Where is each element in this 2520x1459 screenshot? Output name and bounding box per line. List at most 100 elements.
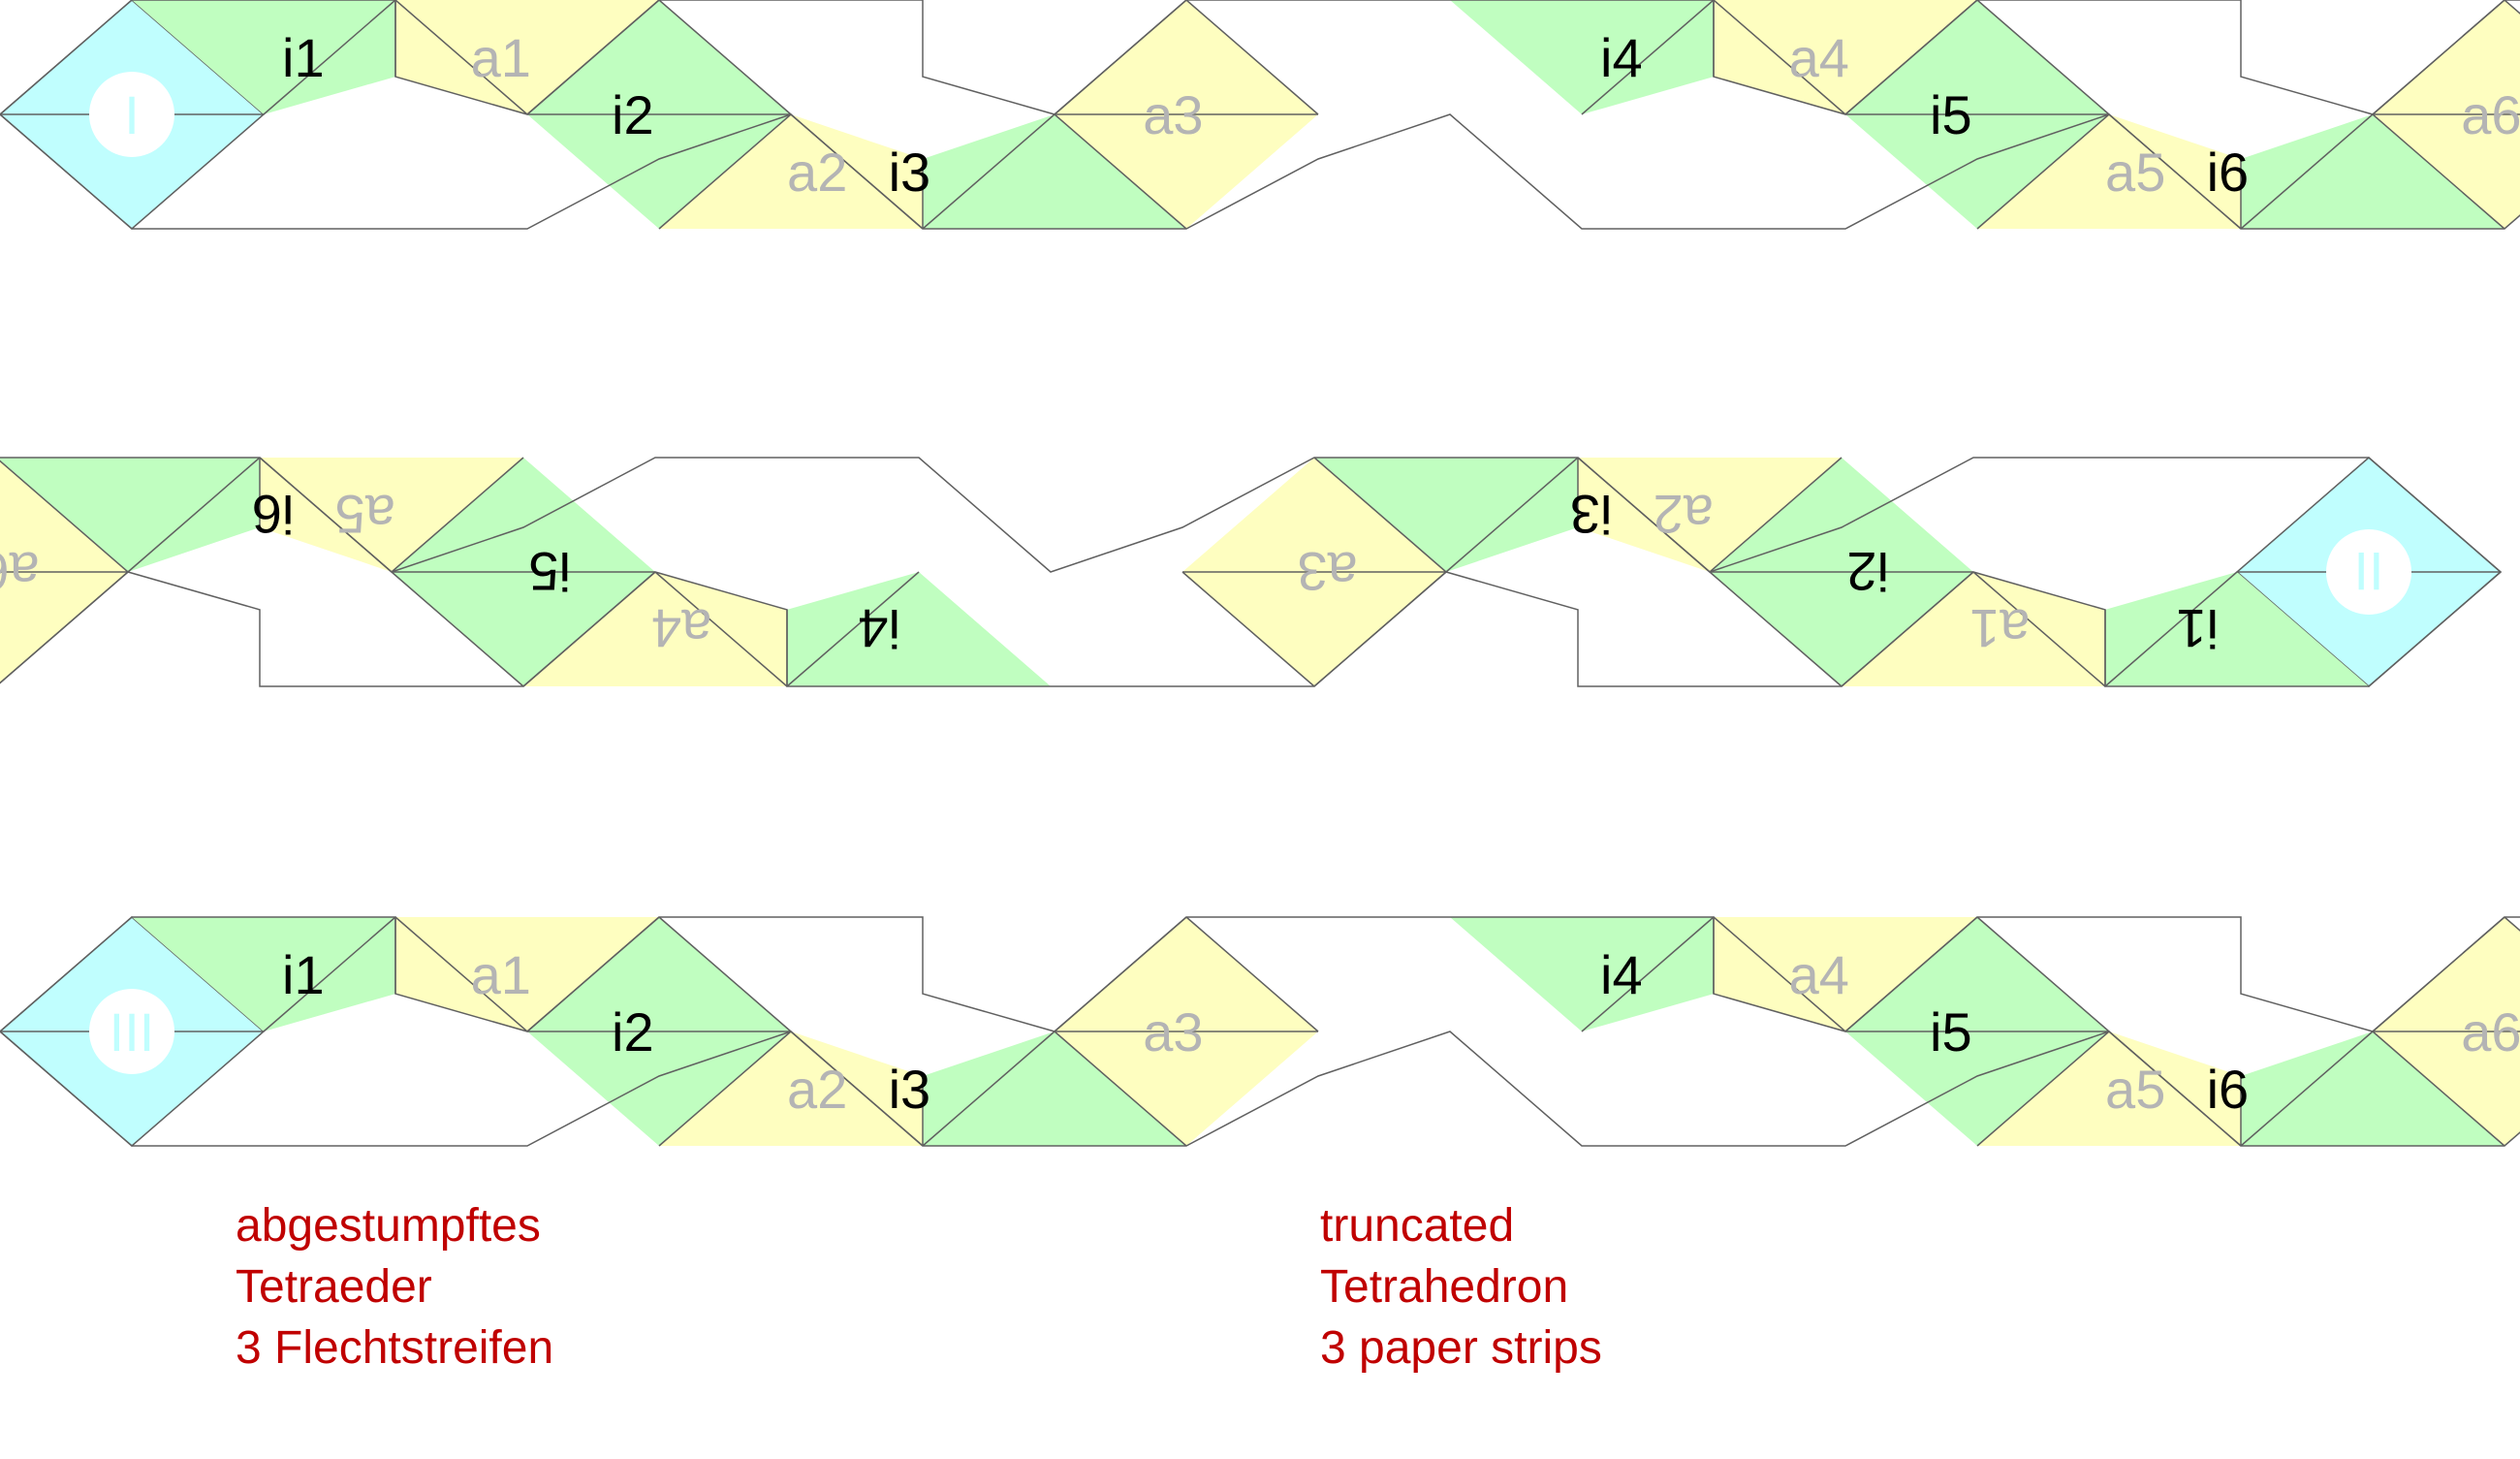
- face-0-6: [659, 114, 923, 229]
- badge-start: I: [124, 84, 140, 145]
- face-0-9: [923, 1031, 1186, 1146]
- face-10-1: [1714, 917, 1977, 1031]
- fold-line: [1185, 0, 1319, 115]
- inner-label-1: i1: [282, 27, 325, 88]
- fold-line: [654, 571, 788, 687]
- fold-line: [1313, 457, 1447, 573]
- fold-line: [922, 1031, 1055, 1147]
- fold-line: [2372, 1031, 2505, 1147]
- outer-label-2: a2: [787, 1059, 847, 1120]
- strip-1: Iei1i2i3i4i5i6a1a2a3a4a5a6: [0, 0, 2520, 230]
- fold-line: [0, 460, 129, 573]
- face-0-6: [1578, 458, 1842, 572]
- face-0-4: [527, 0, 791, 114]
- face-0-11: [1055, 917, 1318, 1031]
- fold-line: [1976, 1031, 2110, 1147]
- fold-line: [1713, 916, 1846, 1032]
- face-0-6: [659, 1031, 923, 1146]
- face-10-5: [392, 458, 655, 572]
- face-10-4: [392, 572, 655, 686]
- fold-line: [263, 916, 396, 1032]
- face-0-4: [527, 917, 791, 1031]
- outer-label-3: a3: [1143, 1001, 1203, 1063]
- face-10-5: [1845, 1031, 2109, 1146]
- face-0-4: [1710, 572, 1973, 686]
- inner-label-2: i2: [612, 84, 654, 145]
- face-0-11: [1055, 0, 1318, 114]
- inner-label-3: i3: [889, 1059, 931, 1120]
- face-0-9: [923, 114, 1186, 229]
- fold-line: [263, 0, 396, 115]
- inner-label-2: i2: [612, 1001, 654, 1063]
- face-10-10: [2373, 1031, 2520, 1146]
- fold-line: [394, 916, 528, 1032]
- face-10-9: [2241, 114, 2504, 229]
- strip-outline: [0, 457, 2503, 687]
- outer-label-5: a5: [2105, 142, 2165, 203]
- fold-line: [394, 0, 528, 115]
- fold-line: [391, 457, 524, 573]
- fold-line: [1581, 916, 1715, 1032]
- outer-label-5: a5: [335, 484, 395, 545]
- outer-label-6: a6: [0, 541, 40, 602]
- face-10-6: [260, 458, 523, 572]
- outer-label-4: a4: [1789, 27, 1849, 88]
- badge-start: II: [2353, 541, 2383, 602]
- face-10-1: [523, 572, 787, 686]
- fold-line: [1581, 0, 1715, 115]
- outer-label-5: a5: [2105, 1059, 2165, 1120]
- fold-line: [1054, 1031, 1187, 1147]
- outer-label-1: a1: [471, 944, 531, 1005]
- face-10-5: [1845, 114, 2109, 229]
- face-0-0: [132, 0, 395, 114]
- fold-line: [922, 113, 1055, 230]
- face-0-10: [1055, 1031, 1318, 1146]
- fold-line: [1054, 113, 1187, 230]
- inner-label-3: i3: [1570, 484, 1613, 545]
- face-0-11: [1182, 572, 1446, 686]
- fold-line: [1445, 457, 1579, 573]
- face-10-4: [1845, 0, 2109, 114]
- face-0-1: [395, 0, 659, 114]
- inner-label-4: i4: [1600, 944, 1643, 1005]
- fold-line: [2104, 571, 2238, 687]
- inner-label-5: i5: [528, 541, 571, 602]
- badge-start-circle: [89, 72, 174, 157]
- face-10-6: [1977, 1031, 2241, 1146]
- fold-line: [658, 0, 792, 115]
- face-10-0: [1450, 917, 1714, 1031]
- face-10-11: [2373, 0, 2520, 114]
- strip-3: IIIei1i2i3i4i5i6a1a2a3a4a5a6: [0, 916, 2520, 1147]
- inner-label-6: i6: [2207, 1059, 2250, 1120]
- inner-label-3: i3: [889, 142, 931, 203]
- fold-line: [1976, 113, 2110, 230]
- inner-label-2: i2: [1846, 541, 1889, 602]
- inner-label-4: i4: [858, 598, 900, 659]
- fold-line: [786, 571, 920, 687]
- outer-label-2: a2: [1654, 484, 1714, 545]
- badge-start-circle: [2326, 529, 2411, 615]
- face-0-0: [132, 917, 395, 1031]
- face-10-9: [0, 458, 260, 572]
- fold-line: [2240, 1031, 2374, 1147]
- face-0-5: [527, 1031, 791, 1146]
- face-0-10: [1055, 114, 1318, 229]
- face-0-0: [2105, 572, 2369, 686]
- fold-line: [1181, 571, 1315, 687]
- fold-line: [127, 457, 261, 573]
- face-10-11: [2373, 917, 2520, 1031]
- strip-outline: [0, 0, 2520, 230]
- fold-line: [1972, 571, 2106, 687]
- inner-label-5: i5: [1930, 84, 1972, 145]
- inner-label-4: i4: [1600, 27, 1643, 88]
- inner-label-6: i6: [252, 484, 295, 545]
- fold-line: [2372, 113, 2505, 230]
- fold-line: [1976, 0, 2110, 115]
- outer-label-6: a6: [2461, 84, 2520, 145]
- fold-line: [658, 916, 792, 1032]
- inner-label-1: i1: [2176, 598, 2219, 659]
- fold-line: [1709, 571, 1843, 687]
- face-10-1: [1714, 0, 1977, 114]
